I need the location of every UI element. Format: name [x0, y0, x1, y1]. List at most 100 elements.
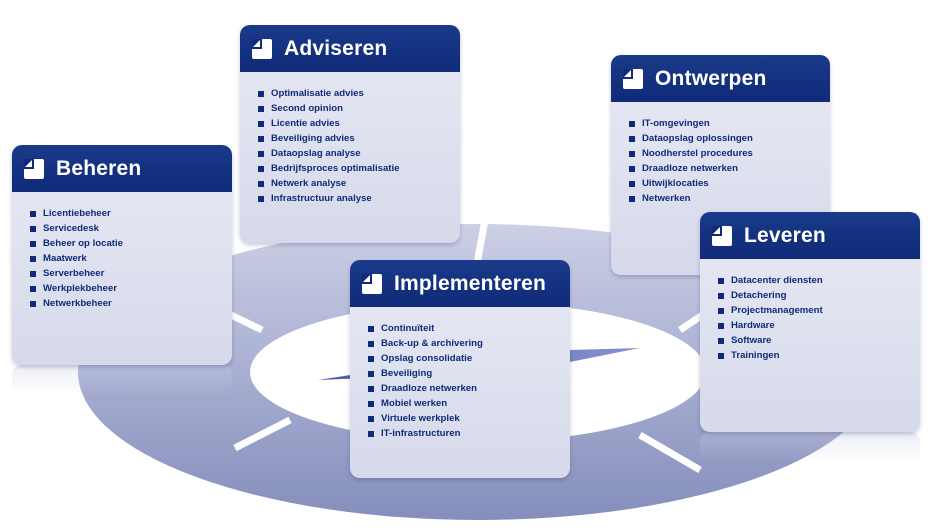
- bullet-square-icon: [368, 385, 374, 392]
- list-item-label: Dataopslag analyse: [271, 148, 361, 159]
- bullet-square-icon: [629, 150, 635, 157]
- list-item: Datacenter diensten: [718, 273, 920, 288]
- bullet-square-icon: [30, 225, 36, 232]
- list-item-label: Werkplekbeheer: [43, 283, 117, 294]
- bullet-square-icon: [30, 285, 36, 292]
- logo-icon: [362, 273, 382, 294]
- phase-header: Adviseren: [240, 25, 460, 72]
- list-item-label: Trainingen: [731, 350, 780, 361]
- list-item-label: Software: [731, 335, 772, 346]
- phase-title: Beheren: [56, 156, 142, 180]
- list-item-label: Hardware: [731, 320, 775, 331]
- list-item: Beveiliging advies: [258, 131, 460, 146]
- card-reflection: [700, 432, 920, 462]
- list-item: Virtuele werkplek: [368, 411, 570, 426]
- list-item: Second opinion: [258, 101, 460, 116]
- list-item: IT-infrastructuren: [368, 426, 570, 441]
- bullet-square-icon: [368, 325, 374, 332]
- bullet-square-icon: [258, 180, 264, 187]
- list-item: Werkplekbeheer: [30, 281, 232, 296]
- list-item: Beveiliging: [368, 366, 570, 381]
- bullet-square-icon: [629, 180, 635, 187]
- bullet-square-icon: [258, 135, 264, 142]
- list-item: Optimalisatie advies: [258, 86, 460, 101]
- bullet-square-icon: [30, 270, 36, 277]
- logo-icon: [712, 225, 732, 246]
- bullet-square-icon: [368, 430, 374, 437]
- list-item: Uitwijklocaties: [629, 176, 830, 191]
- ring-gap: [638, 431, 702, 474]
- bullet-square-icon: [368, 340, 374, 347]
- list-item-label: Second opinion: [271, 103, 343, 114]
- list-item: Dataopslag analyse: [258, 146, 460, 161]
- list-item-label: Beveiliging advies: [271, 133, 355, 144]
- list-item-label: Datacenter diensten: [731, 275, 823, 286]
- list-item: Netwerk analyse: [258, 176, 460, 191]
- list-item-label: IT-omgevingen: [642, 118, 710, 129]
- list-item-label: Bedrijfsproces optimalisatie: [271, 163, 400, 174]
- list-item: Opslag consolidatie: [368, 351, 570, 366]
- ring-band: [78, 224, 878, 520]
- card-reflection: [12, 365, 232, 395]
- list-item: Software: [718, 333, 920, 348]
- list-item-label: Mobiel werken: [381, 398, 448, 409]
- bullet-square-icon: [30, 210, 36, 217]
- list-item-label: Continuïteit: [381, 323, 435, 334]
- bullet-square-icon: [629, 165, 635, 172]
- bullet-square-icon: [258, 195, 264, 202]
- ring-gap: [233, 416, 292, 452]
- list-item-label: Infrastructuur analyse: [271, 193, 372, 204]
- list-item-label: Beheer op locatie: [43, 238, 123, 249]
- list-item-label: Netwerk analyse: [271, 178, 347, 189]
- logo-icon: [623, 68, 643, 89]
- list-item-label: IT-infrastructuren: [381, 428, 461, 439]
- list-item: Projectmanagement: [718, 303, 920, 318]
- list-item-label: Optimalisatie advies: [271, 88, 364, 99]
- list-item: Beheer op locatie: [30, 236, 232, 251]
- bullet-square-icon: [258, 105, 264, 112]
- list-item: Noodherstel procedures: [629, 146, 830, 161]
- list-item-label: Draadloze netwerken: [642, 163, 738, 174]
- list-item: Detachering: [718, 288, 920, 303]
- phase-title: Ontwerpen: [655, 66, 767, 90]
- list-item-label: Noodherstel procedures: [642, 148, 753, 159]
- list-item: Servicedesk: [30, 221, 232, 236]
- bullet-square-icon: [368, 415, 374, 422]
- phase-title: Adviseren: [284, 36, 388, 60]
- bullet-square-icon: [629, 135, 635, 142]
- list-item: Trainingen: [718, 348, 920, 363]
- phase-header: Implementeren: [350, 260, 570, 307]
- list-item-label: Serverbeheer: [43, 268, 105, 279]
- bullet-square-icon: [718, 277, 724, 284]
- bullet-square-icon: [718, 292, 724, 299]
- list-item: Netwerken: [629, 191, 830, 206]
- list-item-label: Licentie advies: [271, 118, 340, 129]
- list-item: Dataopslag oplossingen: [629, 131, 830, 146]
- list-item-label: Detachering: [731, 290, 787, 301]
- list-item: Draadloze netwerken: [368, 381, 570, 396]
- list-item-label: Licentiebeheer: [43, 208, 111, 219]
- list-item-label: Netwerken: [642, 193, 691, 204]
- list-item: Licentie advies: [258, 116, 460, 131]
- list-item-label: Netwerkbeheer: [43, 298, 112, 309]
- list-item: Mobiel werken: [368, 396, 570, 411]
- list-item: Infrastructuur analyse: [258, 191, 460, 206]
- list-item: Netwerkbeheer: [30, 296, 232, 311]
- bullet-square-icon: [368, 400, 374, 407]
- list-item-label: Maatwerk: [43, 253, 87, 264]
- bullet-square-icon: [718, 307, 724, 314]
- list-item-label: Servicedesk: [43, 223, 100, 234]
- list-item: Maatwerk: [30, 251, 232, 266]
- list-item: IT-omgevingen: [629, 116, 830, 131]
- phase-header: Beheren: [12, 145, 232, 192]
- list-item-label: Beveiliging: [381, 368, 433, 379]
- bullet-square-icon: [629, 120, 635, 127]
- bullet-square-icon: [30, 255, 36, 262]
- list-item-label: Draadloze netwerken: [381, 383, 477, 394]
